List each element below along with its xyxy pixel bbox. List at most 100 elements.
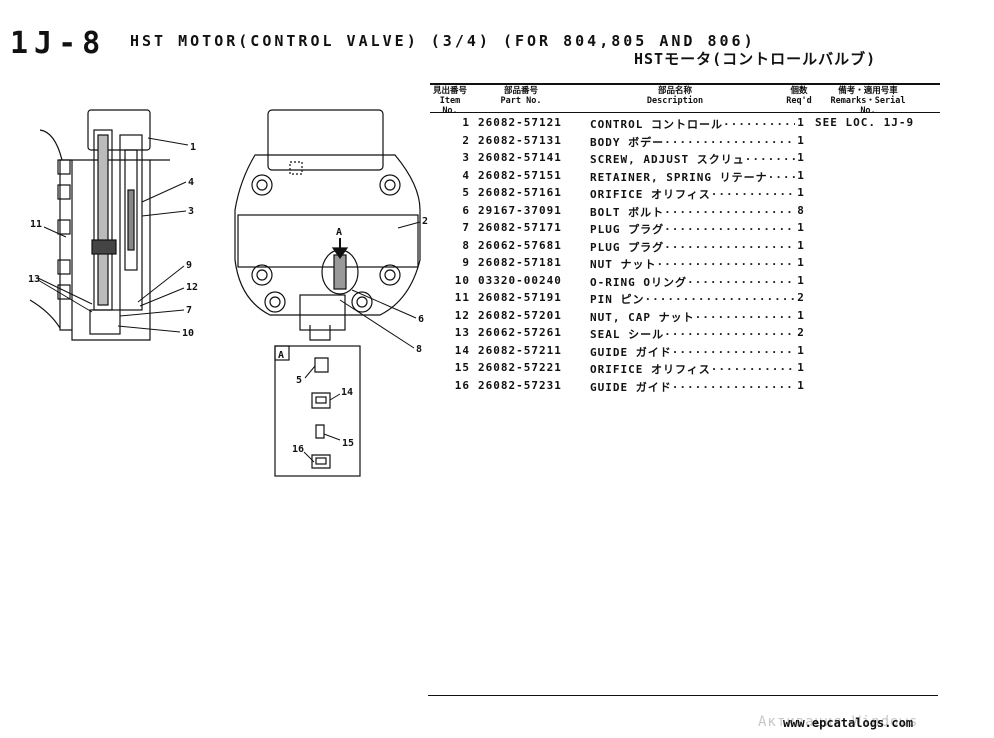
- column-header-qty-jp: 個数: [790, 86, 808, 96]
- column-header-rem-jp: 備考・適用号車: [838, 86, 898, 96]
- part-number: 26082-57211: [478, 343, 562, 357]
- column-header-item-en: Item No.: [439, 96, 461, 116]
- quantity: 1: [795, 361, 807, 374]
- part-description: GUIDE ガイド·······························…: [590, 379, 802, 395]
- part-description: PLUG プラグ································…: [590, 221, 802, 237]
- column-header-desc-en: Description: [646, 96, 704, 106]
- quantity: 8: [795, 203, 807, 217]
- part-description: ORIFICE オリフィス···························…: [590, 361, 802, 377]
- part-number: 26082-57121: [478, 116, 562, 129]
- part-description: ORIFICE オリフィス···························…: [590, 186, 802, 202]
- table-row: 1 26082-57121 CONTROL コントロール··············…: [430, 114, 940, 132]
- table-row: 10 03320-00240 O-RING Oリング················…: [430, 272, 940, 290]
- part-description: RETAINER, SPRING リテーナ···················…: [590, 169, 802, 185]
- dot-leader: ········································: [664, 135, 802, 149]
- dot-leader: ········································: [767, 170, 802, 184]
- table-row: 9 26082-57181 NUT ナット·····················…: [430, 254, 940, 272]
- item-number: 9: [462, 256, 470, 269]
- detail-a-box: [274, 345, 361, 477]
- quantity: 1: [795, 308, 807, 322]
- part-number: 26082-57131: [478, 133, 562, 147]
- part-number: 03320-00240: [478, 273, 562, 287]
- part-description: NUT ナット·································…: [590, 256, 802, 272]
- item-number: 6: [462, 203, 470, 217]
- column-header-part-en: Part No.: [500, 96, 542, 106]
- item-number: 4: [462, 168, 470, 182]
- quantity: 2: [795, 291, 807, 304]
- table-header-rule-bottom: [430, 112, 940, 113]
- column-header-quantity: 個数 Req'd: [786, 86, 812, 106]
- part-description: BOLT ボルト································…: [590, 204, 802, 220]
- column-header-item: 見出番号 Item No.: [432, 86, 468, 116]
- part-number: 26082-57151: [478, 168, 562, 182]
- quantity: 1: [795, 256, 807, 269]
- quantity: 1: [795, 378, 807, 392]
- dot-leader: ········································: [656, 258, 803, 271]
- part-number: 26082-57171: [478, 221, 562, 234]
- quantity: 1: [795, 221, 807, 234]
- remarks: SEE LOC. 1J-9: [815, 116, 915, 129]
- column-header-qty-en: Req'd: [786, 96, 812, 106]
- item-number: 13: [454, 326, 470, 339]
- item-number: 10: [454, 273, 470, 287]
- site-watermark: www.epcatalogs.com: [783, 716, 914, 730]
- quantity: 1: [795, 168, 807, 182]
- dot-leader: ········································: [710, 188, 802, 201]
- item-number: 15: [454, 361, 470, 374]
- item-number: 14: [454, 343, 470, 357]
- detail-a-label: A: [278, 350, 284, 361]
- callout-8: 8: [416, 344, 422, 355]
- table-row: 8 26062-57681 PLUG プラグ····················…: [430, 237, 940, 255]
- dot-leader: ········································: [664, 205, 802, 219]
- dot-leader: ········································: [686, 275, 802, 289]
- callout-9: 9: [186, 260, 192, 271]
- callout-7: 7: [186, 305, 192, 316]
- part-description: PIN ピン··································…: [590, 291, 802, 307]
- dot-leader: ········································: [664, 328, 802, 341]
- dot-leader: ········································: [710, 363, 802, 376]
- part-number: 26082-57191: [478, 291, 562, 304]
- page-number: 1J-8: [10, 26, 107, 61]
- exploded-diagram: 1 4 3 11 9 13 12 7 10 2 6 8 A A 5 14 15 …: [28, 109, 428, 477]
- callout-16: 16: [292, 444, 304, 455]
- part-number: 26062-57681: [478, 238, 562, 252]
- callout-14: 14: [341, 387, 353, 398]
- item-number: 3: [462, 151, 470, 164]
- item-number: 5: [462, 186, 470, 199]
- callout-1: 1: [190, 142, 196, 153]
- callout-11: 11: [30, 219, 42, 230]
- item-number: 16: [454, 378, 470, 392]
- page-title: HST MOTOR(CONTROL VALVE) (3/4) (FOR 804,…: [130, 32, 756, 50]
- callout-3: 3: [188, 206, 194, 217]
- part-description: PLUG プラグ································…: [590, 239, 802, 255]
- item-number: 8: [462, 238, 470, 252]
- parts-table: 1 26082-57121 CONTROL コントロール··············…: [430, 114, 940, 394]
- part-number: 26082-57181: [478, 256, 562, 269]
- part-description: CONTROL コントロール··························…: [590, 116, 802, 132]
- dot-leader: ········································: [744, 153, 802, 166]
- column-header-remarks: 備考・適用号車 Remarks・Serial No.: [828, 86, 908, 116]
- part-description: O-RING Oリング·····························…: [590, 274, 802, 290]
- item-number: 12: [454, 308, 470, 322]
- activation-watermark: Активация Windows: [758, 714, 919, 730]
- table-row: 4 26082-57151 RETAINER, SPRING リテーナ·······…: [430, 167, 940, 185]
- part-description: BODY ボデー································…: [590, 134, 802, 150]
- view-arrow: [331, 238, 349, 260]
- dot-leader: ········································: [671, 380, 802, 394]
- leader-lines: [37, 137, 421, 463]
- part-number: 26082-57161: [478, 186, 562, 199]
- part-number: 26082-57201: [478, 308, 562, 322]
- dot-leader: ········································: [722, 118, 802, 131]
- quantity: 1: [795, 343, 807, 357]
- callout-10: 10: [182, 328, 194, 339]
- callout-6: 6: [418, 314, 424, 325]
- item-number: 1: [462, 116, 470, 129]
